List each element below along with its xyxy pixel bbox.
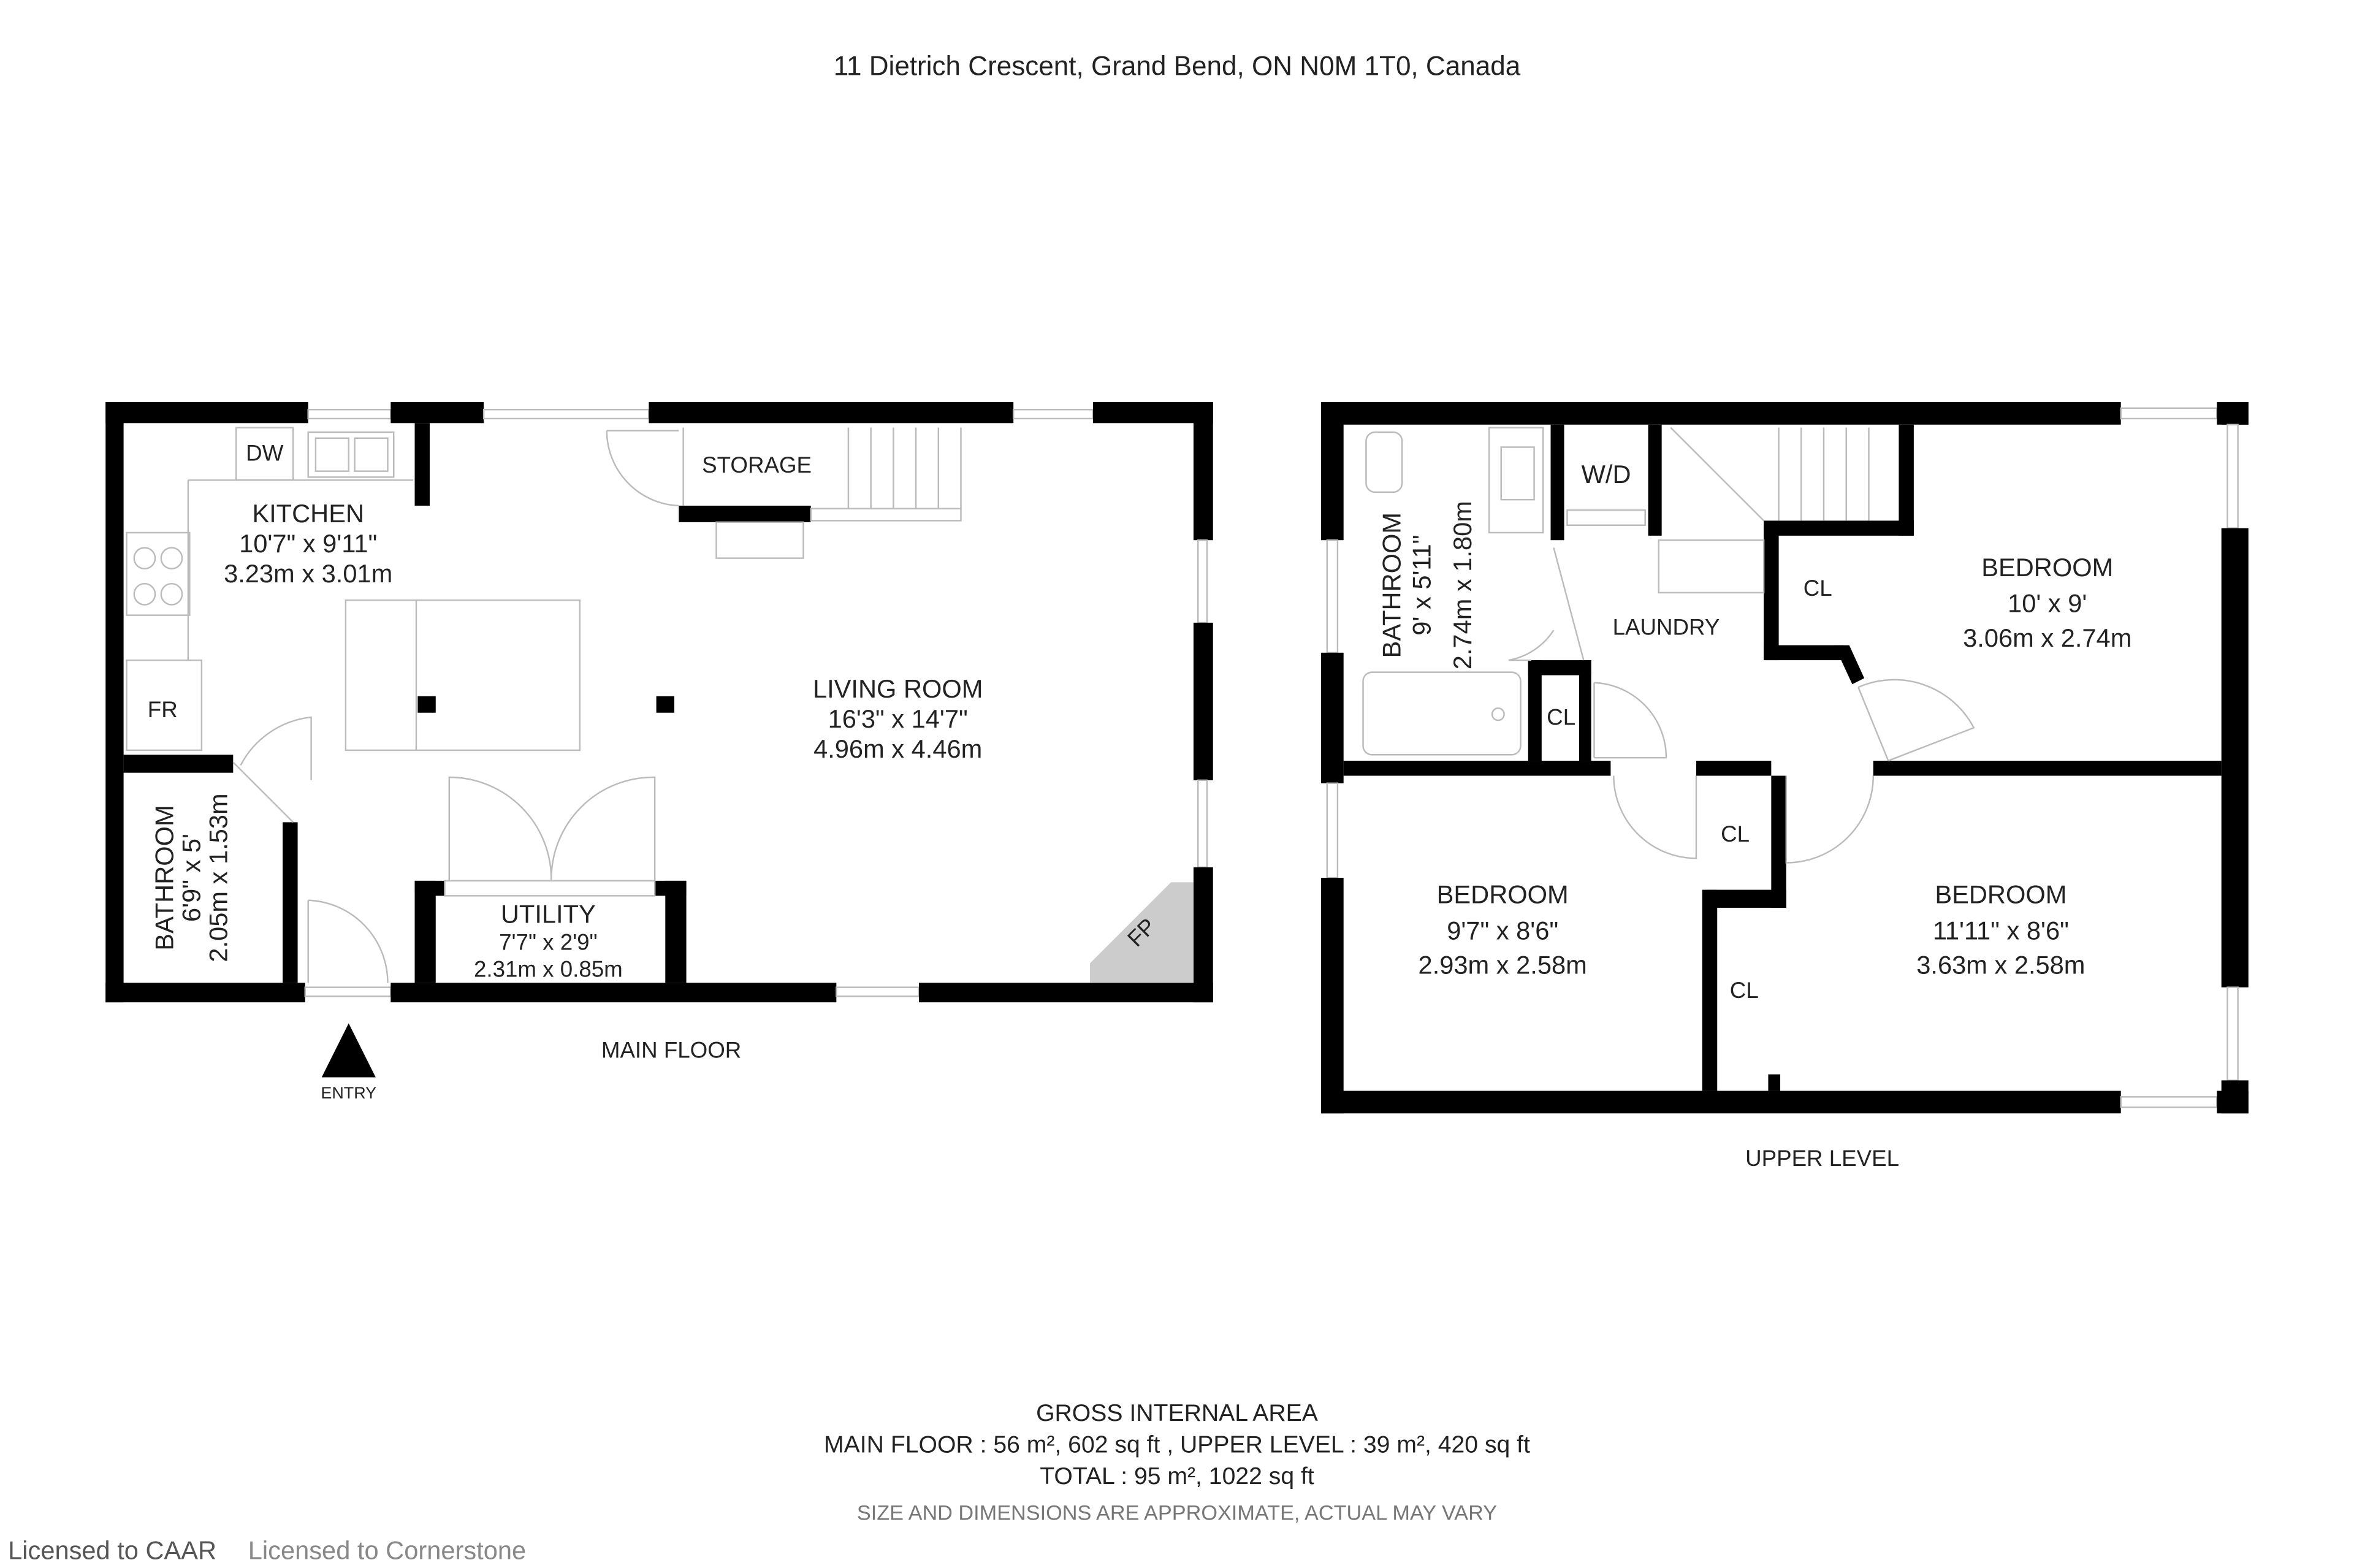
area-disclaimer: SIZE AND DIMENSIONS ARE APPROXIMATE, ACT… xyxy=(857,1502,1497,1525)
svg-text:2.05m x 1.53m: 2.05m x 1.53m xyxy=(204,793,233,962)
svg-text:2.74m x 1.80m: 2.74m x 1.80m xyxy=(1448,501,1477,669)
svg-text:3.06m x 2.74m: 3.06m x 2.74m xyxy=(1963,623,2131,652)
stairs xyxy=(715,427,962,559)
svg-text:LIVING ROOM: LIVING ROOM xyxy=(813,674,983,703)
washer-dryer: W/D xyxy=(1566,460,1646,526)
dishwasher: DW xyxy=(235,427,294,481)
stove xyxy=(126,531,191,616)
svg-text:10' x 9': 10' x 9' xyxy=(2008,589,2087,618)
room-bedroom-1: BEDROOM 10' x 9' 3.06m x 2.74m xyxy=(1963,553,2131,652)
svg-text:9' x 5'11": 9' x 5'11" xyxy=(1407,535,1436,636)
svg-text:BATHROOM: BATHROOM xyxy=(1377,512,1406,658)
svg-text:UTILITY: UTILITY xyxy=(501,899,596,928)
svg-text:10'7" x 9'11": 10'7" x 9'11" xyxy=(239,529,377,558)
room-bedroom-2: BEDROOM 9'7" x 8'6" 2.93m x 2.58m xyxy=(1419,880,1587,980)
toilet-vanity xyxy=(1365,427,1544,534)
upper-level-plan: W/D BATHROOM 9' x 5'11" 2.74m x 1.80m LA… xyxy=(1320,402,2249,1171)
sink xyxy=(307,431,395,478)
area-title: GROSS INTERNAL AREA xyxy=(1036,1400,1319,1426)
svg-text:11'11" x 8'6": 11'11" x 8'6" xyxy=(1933,916,2069,945)
svg-text:BEDROOM: BEDROOM xyxy=(1437,880,1569,909)
svg-text:BEDROOM: BEDROOM xyxy=(1935,880,2066,909)
svg-text:FR: FR xyxy=(148,697,178,722)
main-floor-plan: DW FR FP KITCHEN 10'7" x 9'11" 3.23m x 3… xyxy=(105,402,1213,1102)
main-floor-label: MAIN FLOOR xyxy=(601,1038,741,1063)
watermark: Licensed to CAAR Licensed to Cornerstone xyxy=(8,1536,526,1564)
room-living: LIVING ROOM 16'3" x 14'7" 4.96m x 4.46m xyxy=(813,674,983,763)
room-bedroom-3: BEDROOM 11'11" x 8'6" 3.63m x 2.58m xyxy=(1916,880,2085,980)
room-utility: UTILITY 7'7" x 2'9" 2.31m x 0.85m xyxy=(474,899,623,981)
fridge: FR xyxy=(126,659,203,752)
svg-text:2.93m x 2.58m: 2.93m x 2.58m xyxy=(1419,951,1587,980)
room-storage: STORAGE xyxy=(702,452,812,478)
room-bathroom-upper: BATHROOM 9' x 5'11" 2.74m x 1.80m xyxy=(1377,501,1477,669)
upper-level-label: UPPER LEVEL xyxy=(1745,1146,1899,1171)
fireplace: FP xyxy=(1090,882,1194,983)
svg-text:9'7" x 8'6": 9'7" x 8'6" xyxy=(1447,916,1558,945)
closet-label: CL xyxy=(1730,978,1759,1003)
room-bathroom-main: BATHROOM 6'9" x 5' 2.05m x 1.53m xyxy=(150,793,232,962)
svg-text:2.31m x 0.85m: 2.31m x 0.85m xyxy=(474,957,623,982)
kitchen-island xyxy=(345,599,581,752)
watermark-b: Licensed to Cornerstone xyxy=(248,1536,526,1564)
svg-text:3.63m x 2.58m: 3.63m x 2.58m xyxy=(1916,951,2085,980)
bathtub xyxy=(1362,671,1522,756)
svg-text:3.23m x 3.01m: 3.23m x 3.01m xyxy=(224,559,392,588)
area-line-2: TOTAL : 95 m², 1022 sq ft xyxy=(1040,1463,1314,1490)
svg-text:W/D: W/D xyxy=(1582,460,1631,489)
svg-text:BEDROOM: BEDROOM xyxy=(1981,553,2113,582)
svg-text:6'9" x 5': 6'9" x 5' xyxy=(177,834,205,922)
upper-stairs xyxy=(1658,427,1870,594)
svg-text:BATHROOM: BATHROOM xyxy=(150,805,178,950)
area-summary: GROSS INTERNAL AREA MAIN FLOOR : 56 m², … xyxy=(824,1400,1530,1525)
area-line-1: MAIN FLOOR : 56 m², 602 sq ft , UPPER LE… xyxy=(824,1432,1530,1458)
watermark-a: Licensed to CAAR xyxy=(8,1536,216,1564)
svg-text:16'3" x 14'7": 16'3" x 14'7" xyxy=(828,704,968,733)
entry-label: ENTRY xyxy=(321,1084,376,1102)
address-title: 11 Dietrich Crescent, Grand Bend, ON N0M… xyxy=(834,51,1521,81)
closet-label: CL xyxy=(1547,704,1575,729)
room-kitchen: KITCHEN 10'7" x 9'11" 3.23m x 3.01m xyxy=(224,499,392,588)
entry-arrow-icon xyxy=(321,1023,376,1078)
room-laundry: LAUNDRY xyxy=(1613,614,1720,639)
svg-text:7'7" x 2'9": 7'7" x 2'9" xyxy=(499,929,597,954)
svg-text:4.96m x 4.46m: 4.96m x 4.46m xyxy=(813,734,982,763)
closet-label: CL xyxy=(1721,821,1750,847)
closet-label: CL xyxy=(1804,576,1832,601)
svg-text:DW: DW xyxy=(246,440,284,465)
svg-text:KITCHEN: KITCHEN xyxy=(252,499,364,528)
